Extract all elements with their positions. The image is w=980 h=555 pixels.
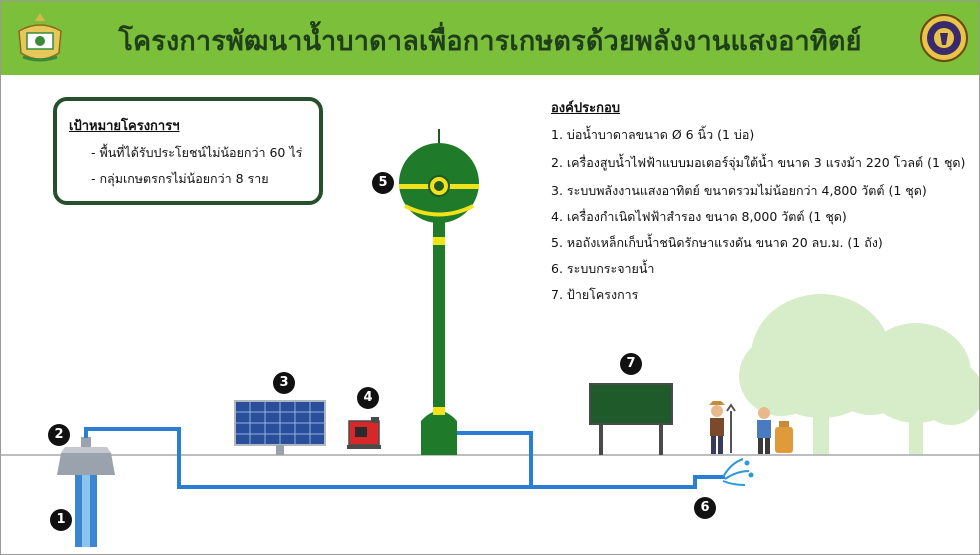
component-item: 6. ระบบกระจายน้ำ [551, 261, 655, 276]
components-title: องค์ประกอบ [551, 101, 620, 116]
component-item: 1. บ่อน้ำบาดาลขนาด Ø 6 นิ้ว (1 บ่อ) [551, 127, 755, 142]
marker-water-tower: 5 [372, 172, 394, 194]
page-title: โครงการพัฒนาน้ำบาดาลเพื่อการเกษตรด้วยพลั… [118, 26, 862, 57]
marker-distribution: 6 [694, 497, 716, 519]
groundwater-well [57, 437, 115, 547]
marker-solar: 3 [273, 372, 295, 394]
generator-illustration [347, 417, 381, 449]
solar-panel-illustration [234, 400, 326, 455]
component-item: 3. ระบบพลังงานแสงอาทิตย์ ขนาดรวมไม่น้อยก… [551, 183, 927, 198]
header-bar: โครงการพัฒนาน้ำบาดาลเพื่อการเกษตรด้วยพลั… [1, 1, 979, 75]
marker-sign: 7 [620, 353, 642, 375]
ministry-seal-logo [18, 13, 62, 62]
marker-pump: 2 [48, 424, 70, 446]
component-item: 5. หอถังเหล็กเก็บน้ำชนิดรักษาแรงดัน ขนาด… [551, 235, 883, 250]
goal-item: - กลุ่มเกษตรกรไม่น้อยกว่า 8 ราย [91, 171, 269, 186]
goals-title: เป้าหมายโครงการฯ [69, 119, 180, 134]
component-item: 4. เครื่องกำเนิดไฟฟ้าสำรอง ขนาด 8,000 วั… [551, 209, 847, 224]
department-seal-logo [920, 14, 968, 62]
project-sign-illustration [589, 383, 673, 455]
component-item: 2. เครื่องสูบน้ำไฟฟ้าแบบมอเตอร์จุ่มใต้น้… [551, 155, 966, 170]
sprinkler-splash-illustration [722, 458, 754, 486]
marker-well: 1 [50, 509, 72, 531]
marker-generator: 4 [357, 387, 379, 409]
pipe-network [84, 427, 725, 489]
project-goals-box: เป้าหมายโครงการฯ - พื้นที่ได้รับประโยชน์… [53, 97, 323, 205]
tree-illustration [739, 294, 979, 455]
goal-item: - พื้นที่ได้รับประโยชน์ไม่น้อยกว่า 60 ไร… [91, 145, 303, 160]
component-item: 7. ป้ายโครงการ [551, 287, 639, 302]
water-tower-illustration [399, 129, 479, 455]
farmers-illustration [709, 401, 793, 454]
